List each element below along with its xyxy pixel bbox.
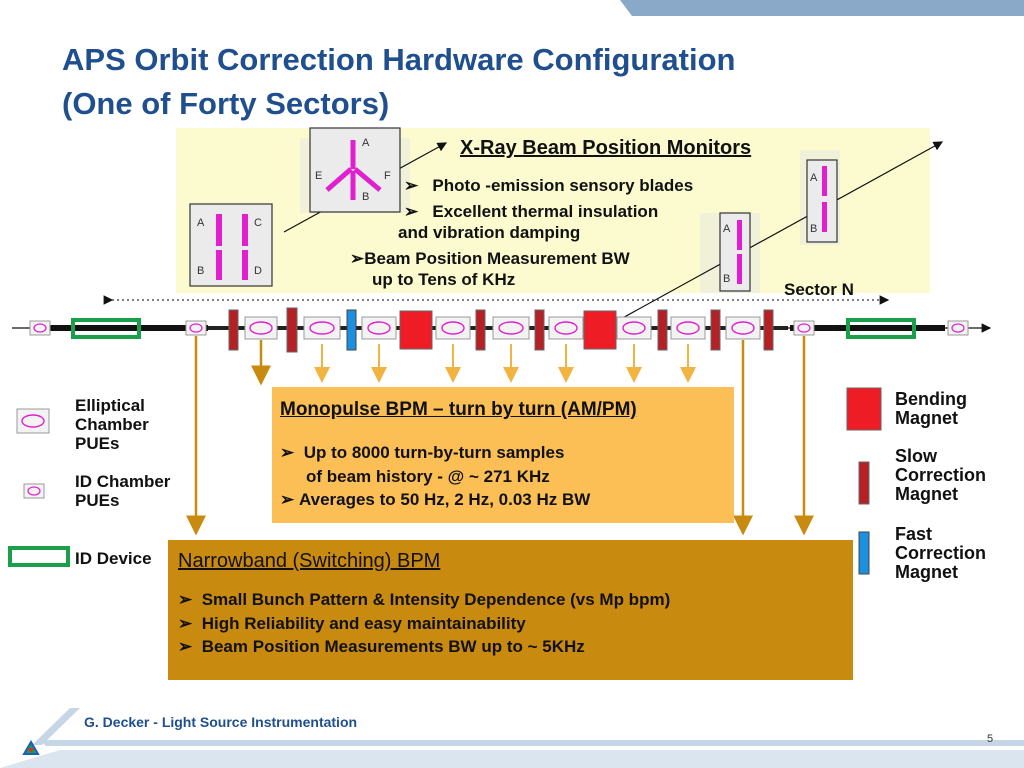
blade-label-left-a: A	[197, 217, 205, 229]
id-device-left	[71, 318, 141, 339]
narrowband-bullet-2-text: High Reliability and easy maintainabilit…	[201, 614, 526, 633]
legend-id-device-label: ID Device	[75, 549, 152, 568]
blade-label-left-d: D	[254, 265, 262, 277]
legend-fast-line-2: Correction	[895, 543, 987, 563]
xray-bullet-3: ➢Beam Position Measurement BW	[350, 249, 630, 269]
bullet-arrow-icon: ➢	[178, 614, 202, 633]
monopulse-arrows	[314, 344, 696, 383]
title-line-1: APS Orbit Correction Hardware Configurat…	[62, 42, 736, 77]
legend-id-chamber-icon	[23, 483, 45, 499]
legend-slow-line-1: Slow	[895, 446, 938, 466]
legend-slow-line-3: Magnet	[895, 484, 958, 504]
monopulse-bullet-1-text: Up to 8000 turn-by-turn samples	[303, 443, 565, 462]
xray-bullet-1: ➢ Photo -emission sensory blades	[404, 176, 693, 196]
blade-label-mid-a: A	[362, 137, 370, 149]
legend-fast-line-1: Fast	[895, 524, 933, 544]
blade-label-s1-b: B	[723, 273, 730, 285]
bullet-arrow-icon: ➢	[350, 249, 365, 268]
id-chamber-pue-group	[29, 320, 969, 336]
xray-bullet-3-text: Beam Position Measurement BW	[364, 249, 630, 268]
bullet-arrow-icon: ➢	[404, 176, 433, 195]
legend-elliptical-label: Elliptical Chamber PUEs	[75, 396, 149, 453]
legend-slow-icon	[858, 461, 870, 505]
narrowband-bullet-3: ➢ Beam Position Measurements BW up to ~ …	[178, 637, 585, 657]
bullet-arrow-icon: ➢	[280, 443, 304, 462]
narrowband-heading: Narrowband (Switching) BPM	[178, 550, 441, 572]
monopulse-bullet-1-cont: of beam history - @ ~ 271 KHz	[306, 467, 550, 486]
xray-bullet-2: ➢ Excellent thermal insulation	[404, 202, 658, 222]
blade-label-mid-e: E	[315, 170, 322, 182]
id-device-right	[846, 318, 916, 339]
title-line-2: (One of Forty Sectors)	[62, 86, 390, 121]
blade-label-left-c: C	[254, 217, 262, 229]
xbpm-small-2-icon: A B	[806, 159, 838, 243]
narrowband-arrows	[186, 336, 814, 536]
fast-correction-magnet	[346, 309, 357, 351]
legend-elliptical-line-2: Chamber	[75, 415, 149, 434]
xray-bullet-3-cont: up to Tens of KHz	[372, 270, 516, 289]
bullet-arrow-icon: ➢	[280, 490, 299, 509]
blade-label-s2-a: A	[810, 172, 818, 184]
legend-slow-line-2: Correction	[895, 465, 987, 485]
narrowband-box: Narrowband (Switching) BPM ➢ Small Bunch…	[168, 540, 853, 680]
legend-id-chamber-line-2: PUEs	[75, 491, 120, 510]
blade-label-mid-f: F	[384, 170, 391, 182]
bullet-arrow-icon: ➢	[178, 637, 202, 656]
narrowband-bullet-2: ➢ High Reliability and easy maintainabil…	[178, 614, 526, 634]
footer-decoration	[0, 708, 1024, 768]
legend-fast-icon	[858, 531, 870, 575]
bullet-arrow-icon: ➢	[178, 590, 202, 609]
narrowband-bullet-3-text: Beam Position Measurements BW up to ~ 5K…	[201, 637, 585, 656]
footer-credit: G. Decker - Light Source Instrumentation	[84, 714, 358, 730]
narrowband-bullet-1: ➢ Small Bunch Pattern & Intensity Depend…	[178, 590, 670, 610]
header-accent-bar	[620, 0, 1024, 16]
blade-label-s1-a: A	[723, 223, 731, 235]
legend-id-chamber-label: ID Chamber PUEs	[75, 472, 170, 510]
monopulse-bullet-2-text: Averages to 50 Hz, 2 Hz, 0.03 Hz BW	[298, 490, 591, 509]
blade-label-left-b: B	[197, 265, 204, 277]
narrowband-bullet-1-text: Small Bunch Pattern & Intensity Dependen…	[201, 590, 671, 609]
legend-bending-label: Bending Magnet	[895, 390, 967, 428]
xray-bullet-2-cont: and vibration damping	[398, 223, 581, 242]
blade-label-mid-b: B	[362, 191, 369, 203]
legend-id-device-icon	[8, 546, 70, 567]
slow-correction-magnet-group	[228, 307, 774, 353]
legend-elliptical-line-3: PUEs	[75, 434, 120, 453]
xbpm-small-1-icon: A B	[719, 212, 751, 292]
legend-bending-line-1: Bending	[895, 389, 967, 409]
monopulse-bullet-1: ➢ Up to 8000 turn-by-turn samples	[280, 443, 564, 463]
legend-bending-line-2: Magnet	[895, 408, 958, 428]
argonne-logo-icon	[22, 740, 40, 755]
legend-fast-line-3: Magnet	[895, 562, 958, 582]
page-title: APS Orbit Correction Hardware Configurat…	[62, 38, 735, 126]
legend-elliptical-line-1: Elliptical	[75, 396, 145, 415]
sector-label: Sector N	[784, 280, 854, 299]
legend-fast-label: Fast Correction Magnet	[895, 525, 986, 582]
bending-magnet-1	[399, 310, 433, 350]
blade-label-s2-b: B	[810, 223, 817, 235]
legend-bending-icon	[846, 387, 882, 431]
xray-bullet-2-text: Excellent thermal insulation	[432, 202, 659, 221]
monopulse-box: Monopulse BPM – turn by turn (AM/PM) ➢ U…	[272, 387, 734, 523]
xbpm-middle-icon: A E F B	[309, 127, 401, 213]
page-number: 5	[987, 733, 994, 745]
monopulse-bullet-2: ➢ Averages to 50 Hz, 2 Hz, 0.03 Hz BW	[280, 490, 590, 510]
monopulse-heading: Monopulse BPM – turn by turn (AM/PM)	[280, 399, 637, 420]
bending-magnet-2	[583, 310, 617, 350]
legend-elliptical-icon	[16, 408, 50, 434]
legend-id-chamber-line-1: ID Chamber	[75, 472, 171, 491]
xray-heading: X-Ray Beam Position Monitors	[460, 137, 752, 159]
xbpm-left-icon: A C B D	[189, 203, 273, 287]
xray-bullet-1-text: Photo -emission sensory blades	[432, 176, 694, 195]
bullet-arrow-icon: ➢	[404, 202, 433, 221]
elliptical-pue-group	[244, 316, 761, 340]
legend-slow-label: Slow Correction Magnet	[895, 447, 986, 504]
